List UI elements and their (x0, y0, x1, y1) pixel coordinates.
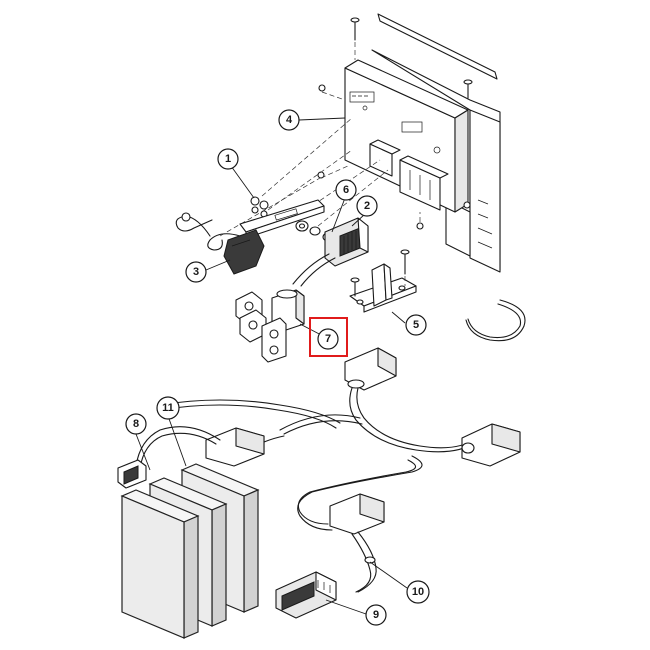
svg-text:1: 1 (225, 153, 231, 165)
highlight-box (309, 317, 348, 357)
callout-6: 6 (335, 179, 357, 201)
svg-text:7: 7 (325, 333, 331, 345)
callout-2: 2 (356, 195, 378, 217)
callout-1: 1 (217, 148, 239, 170)
wire-harness (117, 347, 521, 619)
callout-3: 3 (185, 261, 207, 283)
callout-5: 5 (405, 314, 427, 336)
fastener-set (250, 196, 269, 218)
svg-text:6: 6 (343, 184, 349, 196)
callout-7: 7 (317, 328, 339, 350)
svg-text:11: 11 (162, 402, 174, 414)
svg-text:8: 8 (133, 418, 139, 430)
washer-set (295, 220, 334, 242)
svg-text:9: 9 (373, 609, 379, 621)
svg-text:10: 10 (412, 586, 424, 598)
power-connector (292, 217, 369, 287)
svg-text:4: 4 (286, 114, 293, 126)
callout-11: 11 (156, 396, 180, 420)
connector-bracket (175, 199, 325, 275)
controller-enclosure (317, 13, 501, 273)
callout-10: 10 (406, 580, 430, 604)
retaining-ring (465, 299, 526, 342)
svg-text:2: 2 (364, 200, 370, 212)
callout-8: 8 (125, 413, 147, 435)
mounting-bracket (349, 249, 417, 313)
callout-4: 4 (278, 109, 300, 131)
svg-text:3: 3 (193, 266, 199, 278)
ferrite-clamp-assembly (235, 289, 305, 363)
foam-pads (120, 463, 260, 639)
svg-text:5: 5 (413, 319, 419, 331)
callout-9: 9 (365, 604, 387, 626)
